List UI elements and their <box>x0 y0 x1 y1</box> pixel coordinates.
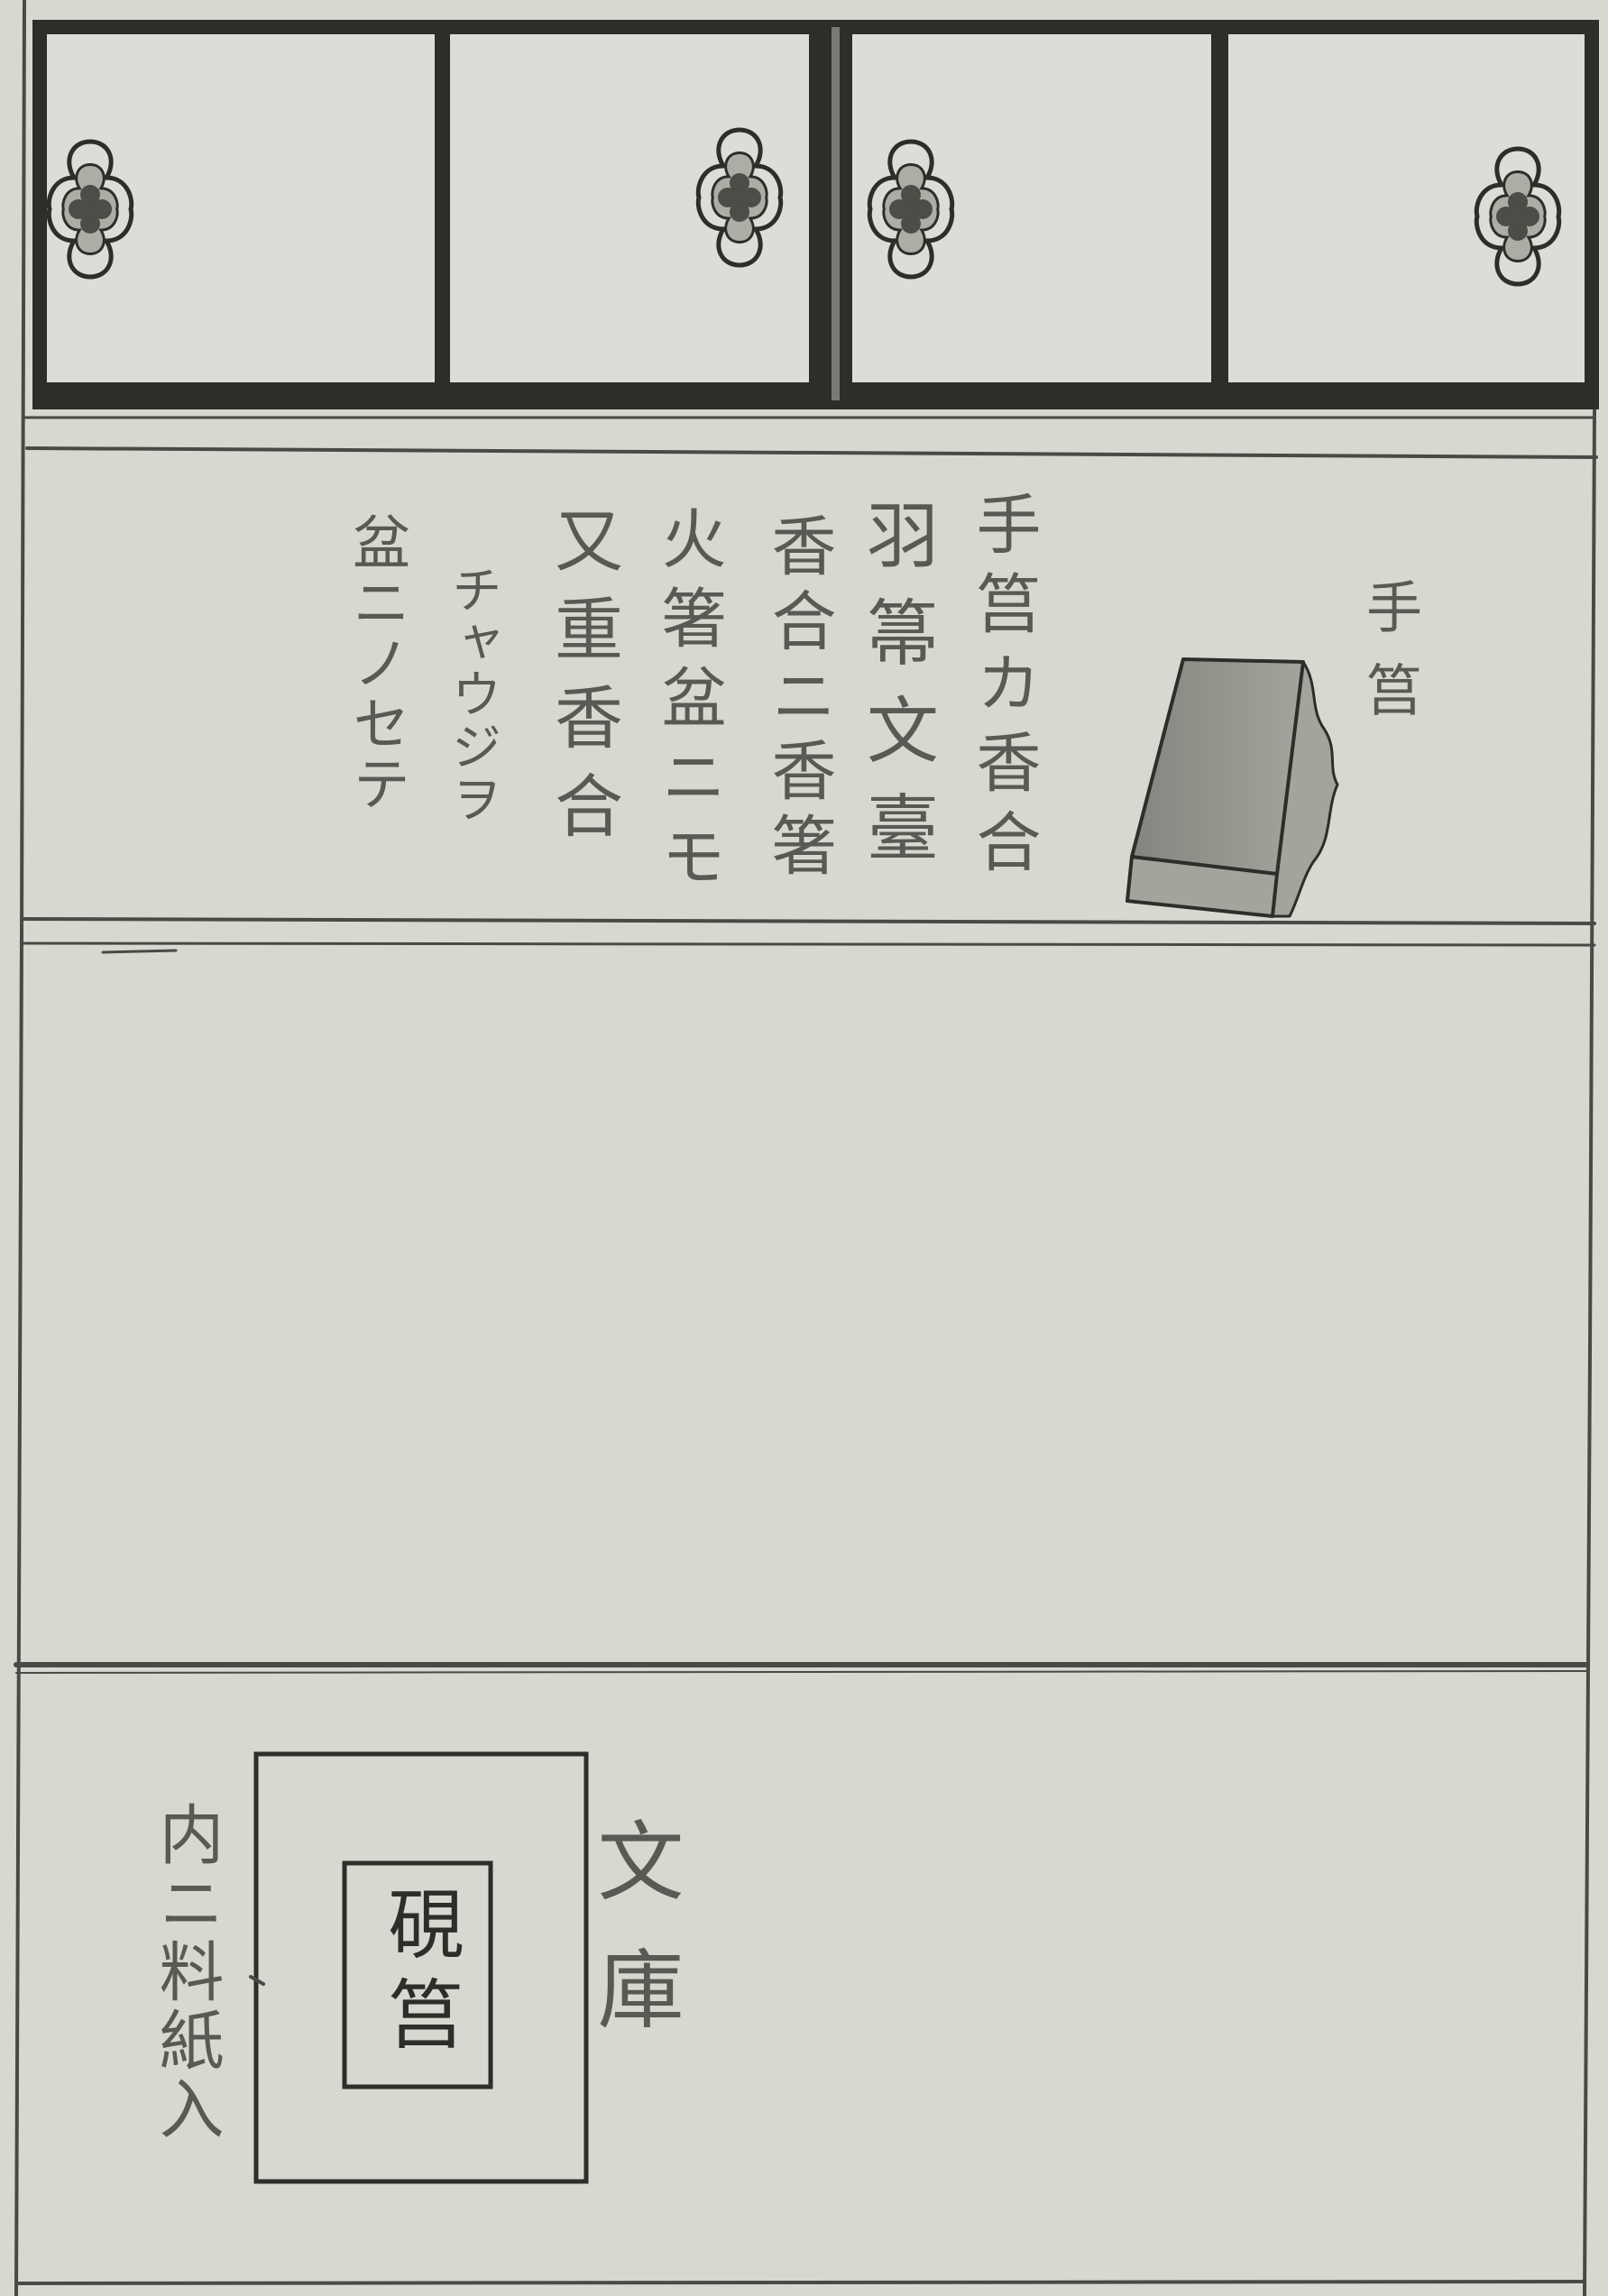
page-right-rule <box>1583 409 1596 2296</box>
page-left-rule <box>14 0 26 2296</box>
bunko-outline <box>253 1751 589 2184</box>
note-column: チャウジヲ <box>443 564 501 825</box>
bunko-box <box>249 1751 589 2184</box>
note-column: 羽箒文臺 <box>855 498 939 887</box>
tebako-box <box>1126 657 1339 918</box>
note-column: 火箸盆ニモ <box>650 505 726 902</box>
lower-shelf-bottom-edge <box>14 2280 1586 2285</box>
door-divider <box>1211 27 1228 400</box>
center-post <box>809 27 832 400</box>
note-column: 盆ニノセテ <box>343 512 409 814</box>
upper-shelf-front-edge <box>20 941 1596 947</box>
ink-tick <box>249 1975 265 1986</box>
bunko-note: 内ニ料紙入 <box>148 1801 224 2144</box>
suzuri-box-label: 硯筥 <box>376 1885 464 2065</box>
center-post-edge <box>840 27 852 400</box>
upper-shelf-top-edge <box>25 446 1598 459</box>
bunko-label: 文庫 <box>583 1816 684 2072</box>
sliding-door-cabinet <box>32 20 1599 409</box>
tebako-side <box>1271 660 1339 918</box>
ink-dash <box>101 949 178 954</box>
lower-shelf-front-edge <box>15 1670 1588 1674</box>
tebako-lid <box>1130 657 1305 876</box>
note-column: 又重香合 <box>543 505 623 859</box>
upper-shelf-bottom-edge <box>20 917 1596 925</box>
suzuri-box-outline <box>342 1860 493 2089</box>
note-column: 香合ニ香箸 <box>760 512 836 886</box>
tebako-label: 手筥 <box>1356 578 1422 744</box>
note-column: 手筥カ香合 <box>965 491 1041 887</box>
door-divider <box>435 27 450 400</box>
center-post-gap <box>832 27 840 400</box>
